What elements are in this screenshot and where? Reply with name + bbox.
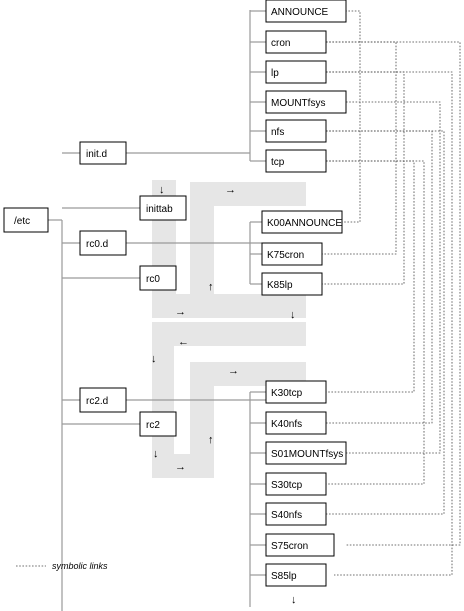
etc-box: /etc [3, 207, 49, 233]
flow-arrow-down-icon: ↓ [290, 309, 296, 321]
flow-arrow-right-icon: → [175, 306, 186, 318]
flow-arrow-right-icon: → [225, 184, 236, 196]
link-label: K00ANNOUNCE [267, 218, 342, 229]
rc2-d-link-s40nfs: S40nfs [265, 502, 327, 526]
script-label: nfs [271, 127, 284, 138]
legend-label: symbolic links [52, 561, 108, 571]
init-d-script-announce: ANNOUNCE [265, 0, 347, 23]
rc2-label: rc2 [146, 420, 160, 431]
rc0-d-link-k00announce: K00ANNOUNCE [261, 210, 343, 234]
script-label: tcp [271, 157, 285, 168]
rc0-label: rc0 [146, 274, 160, 285]
flow-arrow-right-icon: → [228, 365, 239, 377]
rc0-d-link-k75cron: K75cron [261, 242, 323, 266]
flow-arrow-down-icon: ↓ [151, 353, 157, 365]
link-label: K75cron [267, 250, 304, 261]
tree-lines [48, 10, 266, 611]
link-label: K85lp [267, 280, 293, 291]
rc2-d-label: rc2.d [86, 396, 108, 407]
flow-arrow-down-icon: ↓ [159, 184, 165, 196]
init-d-script-tcp: tcp [265, 149, 327, 173]
legend: symbolic links [16, 561, 108, 571]
rc2-box: rc2 [139, 411, 177, 437]
init-d-script-nfs: nfs [265, 119, 327, 143]
script-label: lp [271, 68, 279, 79]
init-d-box: init.d [79, 141, 127, 165]
flow-arrow-left-icon: ← [178, 336, 189, 348]
rc0-box: rc0 [139, 265, 177, 291]
init-d-script-lp: lp [265, 60, 327, 84]
rc2-d-link-k30tcp: K30tcp [265, 380, 327, 404]
link-label: S40nfs [271, 510, 302, 521]
link-label: S85lp [271, 571, 297, 582]
rc0-d-link-k85lp: K85lp [261, 272, 323, 296]
rc2-d-link-s75cron: S75cron [265, 533, 335, 557]
script-label: cron [271, 38, 290, 49]
execution-flow-band [152, 180, 306, 478]
flow-arrow-right-icon: → [175, 461, 186, 473]
flow-arrow-down-icon: ↓ [291, 594, 297, 606]
rc2-d-link-s01mountfsys: S01MOUNTfsys [265, 441, 347, 465]
link-label: K40nfs [271, 419, 302, 430]
rc2-d-link-s85lp: S85lp [265, 563, 327, 587]
link-label: S01MOUNTfsys [271, 449, 343, 460]
init-d-script-cron: cron [265, 30, 327, 54]
flow-arrow-down-icon: ↓ [153, 448, 159, 460]
script-label: ANNOUNCE [271, 7, 329, 18]
rc2-d-box: rc2.d [79, 387, 127, 413]
etc-label: /etc [14, 216, 30, 227]
script-label: MOUNTfsys [271, 98, 325, 109]
rc0-d-box: rc0.d [79, 230, 127, 256]
rc2-d-link-k40nfs: K40nfs [265, 411, 327, 435]
flow-arrow-up-icon: ↑ [208, 281, 214, 293]
link-label: S30tcp [271, 480, 303, 491]
init-d-script-mountfsys: MOUNTfsys [265, 90, 347, 114]
flow-arrow-up-icon: ↑ [208, 434, 214, 446]
rc0-d-label: rc0.d [86, 239, 108, 250]
link-label: S75cron [271, 541, 308, 552]
flow-arrows: ↓ → ↑ → ↓ ← ↓ → ↑ ↓ → ↓ [151, 184, 297, 606]
inittab-label: inittab [146, 204, 173, 215]
rc2-d-link-s30tcp: S30tcp [265, 472, 327, 496]
init-d-label: init.d [86, 149, 107, 160]
link-label: K30tcp [271, 388, 303, 399]
inittab-box: inittab [139, 195, 187, 221]
